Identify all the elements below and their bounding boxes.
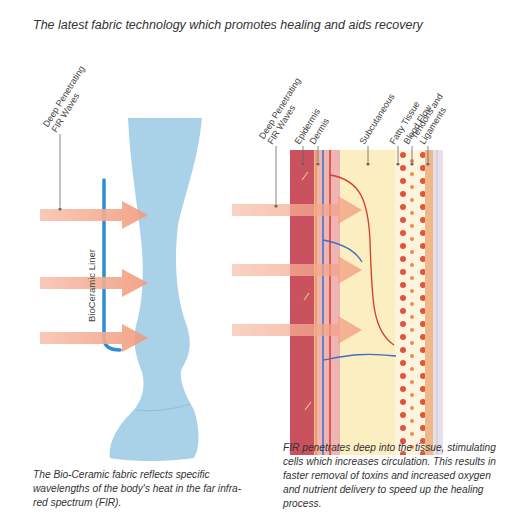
fir-arrows-left <box>40 201 148 352</box>
diagram-title: The latest fabric technology which promo… <box>33 18 423 32</box>
caption-text: FIR penetrates deep into the tissue, sti… <box>283 441 505 511</box>
hoof-line <box>136 404 190 411</box>
fir-arrows-right <box>232 196 362 344</box>
tissue-layers <box>290 150 443 455</box>
liner-label: BioCeramic Liner <box>86 249 97 322</box>
leader-line <box>60 134 61 207</box>
leader-dot <box>58 207 61 210</box>
wave-label: Deep Penetrating FIR Waves <box>41 54 101 134</box>
caption-text: The Bio-Ceramic fabric reflects specific… <box>33 468 255 510</box>
leader-lines <box>274 146 429 208</box>
bioceramic-liner <box>104 180 120 350</box>
